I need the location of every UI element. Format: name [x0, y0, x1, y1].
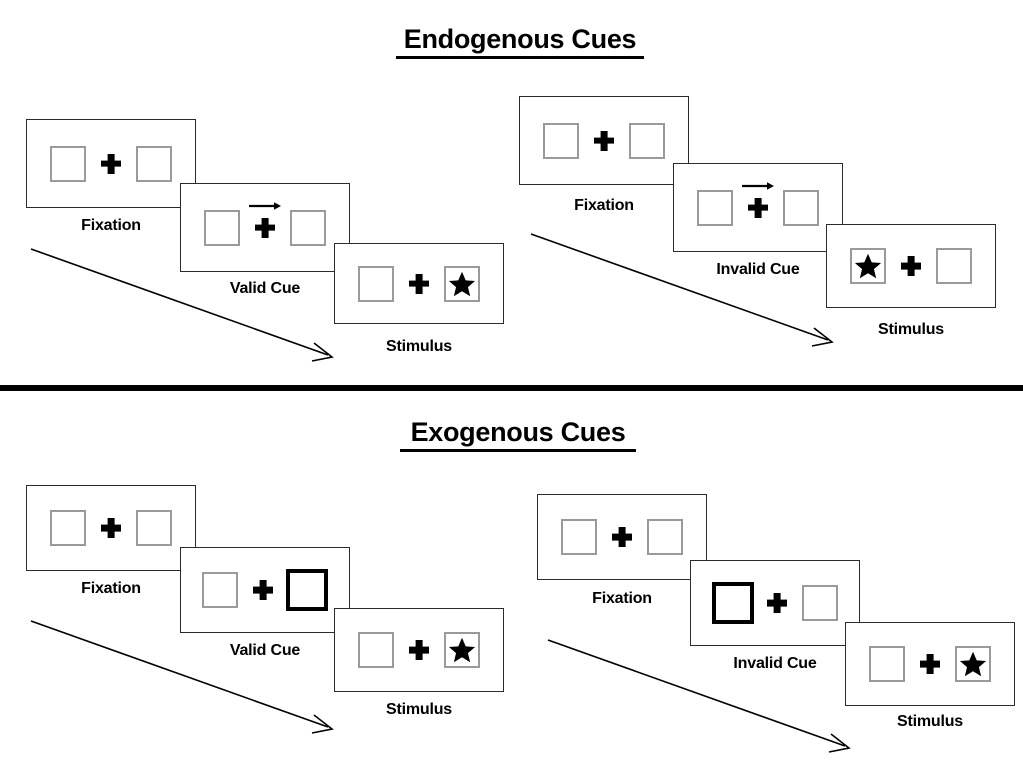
placeholder-box-left — [50, 510, 86, 546]
arrow-cue-right-icon — [741, 180, 775, 192]
placeholder-box-left — [543, 122, 579, 159]
panel-label-stimulus: Stimulus — [386, 338, 452, 355]
placeholder-box-left — [358, 265, 394, 302]
placeholder-box-left — [561, 519, 597, 555]
star-icon — [448, 637, 476, 663]
panel-exo-invalid-stimulus — [845, 622, 1015, 706]
panel-label-stimulus: Stimulus — [878, 321, 944, 338]
placeholder-box-right — [629, 122, 665, 159]
panel-label-fixation: Fixation — [81, 217, 141, 234]
placeholder-box-right — [136, 510, 172, 546]
section-title-endogenous: Endogenous Cues — [396, 24, 644, 59]
panel-exo-invalid-fixation — [537, 494, 707, 580]
panel-endo-valid-stimulus — [334, 243, 504, 324]
panel-label-fixation: Fixation — [81, 580, 141, 597]
fixation-cross-icon — [255, 218, 275, 238]
flow-arrow-exo-valid — [30, 620, 334, 734]
panel-endo-valid-fixation — [26, 119, 196, 208]
cued-box-left — [712, 582, 754, 624]
fixation-cross-icon — [253, 580, 273, 600]
arrow-cue-right-icon — [248, 200, 282, 212]
fixation-cross-icon — [901, 256, 921, 276]
panel-endo-invalid-fixation — [519, 96, 689, 185]
panel-label-stimulus: Stimulus — [386, 701, 452, 718]
fixation-cross-icon — [920, 654, 940, 674]
placeholder-box-left — [358, 632, 394, 668]
star-icon — [448, 271, 476, 296]
placeholder-box-right — [647, 519, 683, 555]
fixation-cross-icon — [767, 593, 787, 613]
placeholder-box-left — [50, 145, 86, 182]
fixation-cross-icon — [594, 131, 614, 151]
placeholder-box-left — [202, 572, 238, 608]
fixation-cross-icon — [409, 274, 429, 294]
panel-label-valid-cue: Valid Cue — [229, 642, 301, 659]
placeholder-box-right — [783, 189, 819, 226]
panel-exo-valid-stimulus — [334, 608, 504, 692]
panel-endo-valid-cue — [180, 183, 350, 272]
panel-exo-valid-fixation — [26, 485, 196, 571]
star-icon — [854, 253, 882, 279]
placeholder-box-right — [136, 145, 172, 182]
fixation-cross-icon — [748, 198, 768, 218]
fixation-cross-icon — [409, 640, 429, 660]
target-box-star — [444, 632, 480, 668]
panel-label-invalid-cue: Invalid Cue — [733, 655, 817, 672]
fixation-cross-icon — [612, 527, 632, 547]
placeholder-box-right — [802, 585, 838, 621]
fixation-cross-icon — [101, 518, 121, 538]
panel-exo-valid-cue — [180, 547, 350, 633]
panel-exo-invalid-cue — [690, 560, 860, 646]
panel-label-valid-cue: Valid Cue — [229, 280, 301, 297]
section-title-exogenous: Exogenous Cues — [400, 417, 636, 452]
panel-endo-invalid-stimulus — [826, 224, 996, 308]
placeholder-box-left — [869, 646, 905, 682]
fixation-cross-icon — [101, 154, 121, 174]
placeholder-box-left — [204, 209, 240, 246]
panel-label-stimulus: Stimulus — [897, 713, 963, 730]
target-box-star — [444, 265, 480, 302]
panel-endo-invalid-cue — [673, 163, 843, 252]
placeholder-box-right — [290, 209, 326, 246]
placeholder-box-left — [697, 189, 733, 226]
target-box-star — [850, 248, 886, 284]
section-divider — [0, 385, 1023, 391]
panel-label-invalid-cue: Invalid Cue — [716, 261, 800, 278]
target-box-star — [955, 646, 991, 682]
panel-label-fixation: Fixation — [592, 590, 652, 607]
star-icon — [959, 651, 987, 677]
placeholder-box-right — [936, 248, 972, 284]
cued-box-right — [286, 569, 328, 611]
panel-label-fixation: Fixation — [574, 197, 634, 214]
